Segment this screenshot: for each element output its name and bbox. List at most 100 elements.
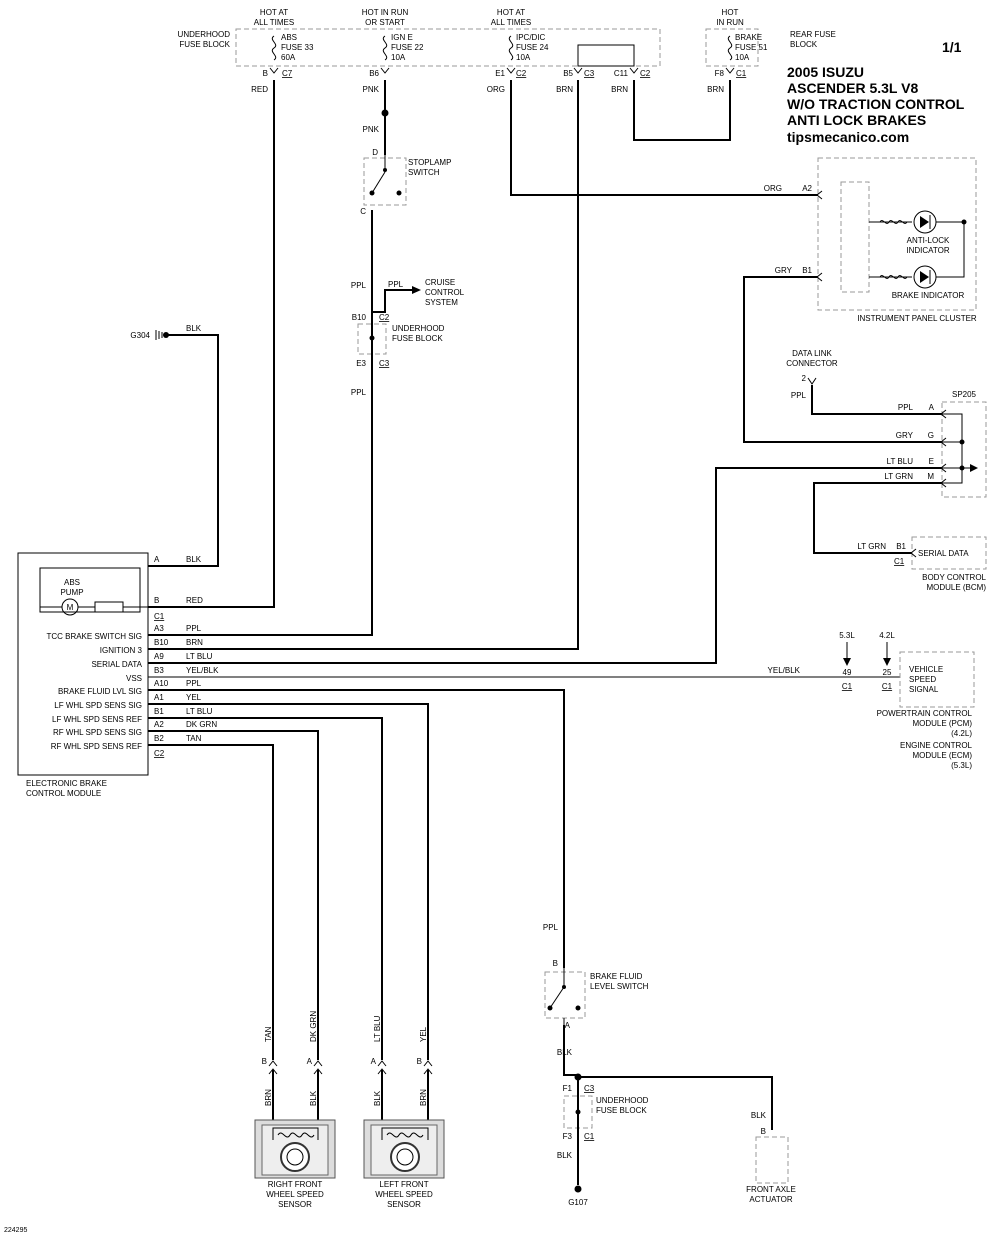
svg-text:B: B bbox=[262, 1057, 267, 1066]
connector-ticks bbox=[268, 67, 947, 1075]
svg-text:2005 ISUZU: 2005 ISUZU bbox=[787, 64, 864, 80]
svg-text:UNDERHOOD: UNDERHOOD bbox=[392, 324, 445, 333]
svg-text:BRAKE FLUID LVL SIG: BRAKE FLUID LVL SIG bbox=[58, 687, 142, 696]
svg-text:BRAKE: BRAKE bbox=[735, 33, 762, 42]
svg-text:ANTI LOCK BRAKES: ANTI LOCK BRAKES bbox=[787, 112, 926, 128]
svg-text:PPL: PPL bbox=[791, 391, 807, 400]
svg-text:TAN: TAN bbox=[186, 734, 202, 743]
svg-text:A: A bbox=[565, 1021, 571, 1030]
svg-text:FUSE BLOCK: FUSE BLOCK bbox=[179, 40, 230, 49]
underhood-fuse-block bbox=[235, 28, 661, 67]
svg-text:FUSE BLOCK: FUSE BLOCK bbox=[596, 1106, 647, 1115]
svg-text:B1: B1 bbox=[154, 707, 164, 716]
svg-text:RIGHT FRONT: RIGHT FRONT bbox=[268, 1180, 323, 1189]
svg-text:C1: C1 bbox=[882, 682, 893, 691]
svg-text:B10: B10 bbox=[352, 313, 367, 322]
svg-text:C7: C7 bbox=[282, 69, 293, 78]
stoplamp-switch: D C STOPLAMP SWITCH bbox=[360, 148, 451, 216]
svg-text:VSS: VSS bbox=[126, 674, 142, 683]
svg-text:GRY: GRY bbox=[896, 431, 914, 440]
svg-text:E: E bbox=[929, 457, 934, 466]
svg-text:PPL: PPL bbox=[351, 281, 367, 290]
svg-text:E3: E3 bbox=[356, 359, 366, 368]
svg-text:FUSE 24: FUSE 24 bbox=[516, 43, 549, 52]
svg-text:A1: A1 bbox=[154, 693, 164, 702]
power-labels: HOT AT ALL TIMES HOT IN RUN OR START HOT… bbox=[254, 8, 744, 27]
svg-text:HOT AT: HOT AT bbox=[260, 8, 288, 17]
ground-g304: G304 bbox=[130, 330, 169, 340]
svg-text:B: B bbox=[263, 69, 268, 78]
svg-text:BLK: BLK bbox=[373, 1090, 382, 1106]
svg-text:LT GRN: LT GRN bbox=[884, 472, 913, 481]
fuse-block-bus bbox=[577, 44, 635, 67]
svg-text:F1: F1 bbox=[563, 1084, 573, 1093]
svg-text:OR START: OR START bbox=[365, 18, 405, 27]
wires bbox=[148, 80, 942, 1185]
svg-text:ENGINE CONTROL: ENGINE CONTROL bbox=[900, 741, 973, 750]
svg-text:IN RUN: IN RUN bbox=[716, 18, 744, 27]
svg-text:BRN: BRN bbox=[556, 85, 573, 94]
svg-text:B1: B1 bbox=[896, 542, 906, 551]
svg-text:A3: A3 bbox=[154, 624, 164, 633]
svg-text:BLK: BLK bbox=[186, 555, 202, 564]
svg-text:UNDERHOOD: UNDERHOOD bbox=[596, 1096, 649, 1105]
left-front-wheel-speed-sensor: A B LEFT FRONT WHEEL SPEED SENSOR bbox=[363, 1057, 445, 1209]
svg-text:YEL: YEL bbox=[419, 1026, 428, 1042]
abs-pump-label: ABS bbox=[64, 578, 80, 587]
svg-text:PUMP: PUMP bbox=[60, 588, 83, 597]
svg-text:BLK: BLK bbox=[751, 1111, 767, 1120]
brake-fluid-level-switch: B A BRAKE FLUID LEVEL SWITCH bbox=[544, 959, 649, 1030]
svg-text:HOT AT: HOT AT bbox=[497, 8, 525, 17]
svg-text:PPL: PPL bbox=[351, 388, 367, 397]
fuse-ipc-dic: IPC/DIC FUSE 24 10A bbox=[508, 33, 549, 62]
svg-text:A: A bbox=[371, 1057, 377, 1066]
svg-text:A: A bbox=[929, 403, 935, 412]
svg-text:ABS: ABS bbox=[281, 33, 297, 42]
svg-text:BRN: BRN bbox=[264, 1089, 273, 1106]
svg-text:10A: 10A bbox=[735, 53, 750, 62]
splice-dots bbox=[381, 109, 582, 1081]
svg-text:CRUISE: CRUISE bbox=[425, 278, 455, 287]
svg-text:G304: G304 bbox=[130, 331, 150, 340]
svg-text:RF WHL SPD SENS REF: RF WHL SPD SENS REF bbox=[51, 742, 142, 751]
svg-text:G: G bbox=[928, 431, 934, 440]
svg-text:WHEEL SPEED: WHEEL SPEED bbox=[375, 1190, 433, 1199]
svg-text:FUSE 51: FUSE 51 bbox=[735, 43, 768, 52]
svg-text:BLK: BLK bbox=[557, 1048, 573, 1057]
svg-text:BLK: BLK bbox=[557, 1151, 573, 1160]
svg-text:PPL: PPL bbox=[186, 624, 202, 633]
svg-text:ALL TIMES: ALL TIMES bbox=[491, 18, 531, 27]
svg-text:B: B bbox=[761, 1127, 766, 1136]
svg-text:C3: C3 bbox=[379, 359, 390, 368]
svg-text:CONNECTOR: CONNECTOR bbox=[786, 359, 838, 368]
svg-text:WHEEL SPEED: WHEEL SPEED bbox=[266, 1190, 324, 1199]
svg-text:SIGNAL: SIGNAL bbox=[909, 685, 939, 694]
svg-text:B10: B10 bbox=[154, 638, 169, 647]
svg-text:C2: C2 bbox=[154, 749, 165, 758]
svg-text:C: C bbox=[360, 207, 366, 216]
svg-text:10A: 10A bbox=[391, 53, 406, 62]
page-number: 1/1 bbox=[942, 39, 962, 55]
svg-text:GRY: GRY bbox=[775, 266, 793, 275]
svg-text:ORG: ORG bbox=[764, 184, 782, 193]
svg-text:STOPLAMP: STOPLAMP bbox=[408, 158, 451, 167]
front-axle-actuator: B FRONT AXLE ACTUATOR bbox=[746, 1127, 796, 1204]
svg-text:LEVEL SWITCH: LEVEL SWITCH bbox=[590, 982, 649, 991]
svg-text:C11: C11 bbox=[614, 69, 629, 78]
underhood-fuse-block-mid: B10 C2 E3 C3 UNDERHOOD FUSE BLOCK bbox=[352, 313, 445, 368]
svg-text:LT BLU: LT BLU bbox=[373, 1015, 382, 1042]
svg-text:10A: 10A bbox=[516, 53, 531, 62]
svg-text:LF WHL SPD SENS SIG: LF WHL SPD SENS SIG bbox=[54, 701, 142, 710]
figure-code: 224295 bbox=[4, 1227, 27, 1233]
svg-text:B: B bbox=[553, 959, 558, 968]
ebcm-pins: A B C1 A3 B10 A9 B3 A10 A1 B1 A2 B2 C2 bbox=[154, 555, 169, 758]
svg-text:PPL: PPL bbox=[186, 679, 202, 688]
svg-text:LEFT FRONT: LEFT FRONT bbox=[379, 1180, 428, 1189]
svg-text:ANTI-LOCK: ANTI-LOCK bbox=[907, 236, 950, 245]
svg-text:C3: C3 bbox=[584, 69, 595, 78]
cruise-control-arrow: CRUISE CONTROL SYSTEM bbox=[412, 278, 465, 307]
svg-text:B1: B1 bbox=[802, 266, 812, 275]
svg-text:BODY CONTROL: BODY CONTROL bbox=[922, 573, 986, 582]
svg-text:PPL: PPL bbox=[898, 403, 914, 412]
svg-text:BLOCK: BLOCK bbox=[790, 40, 818, 49]
